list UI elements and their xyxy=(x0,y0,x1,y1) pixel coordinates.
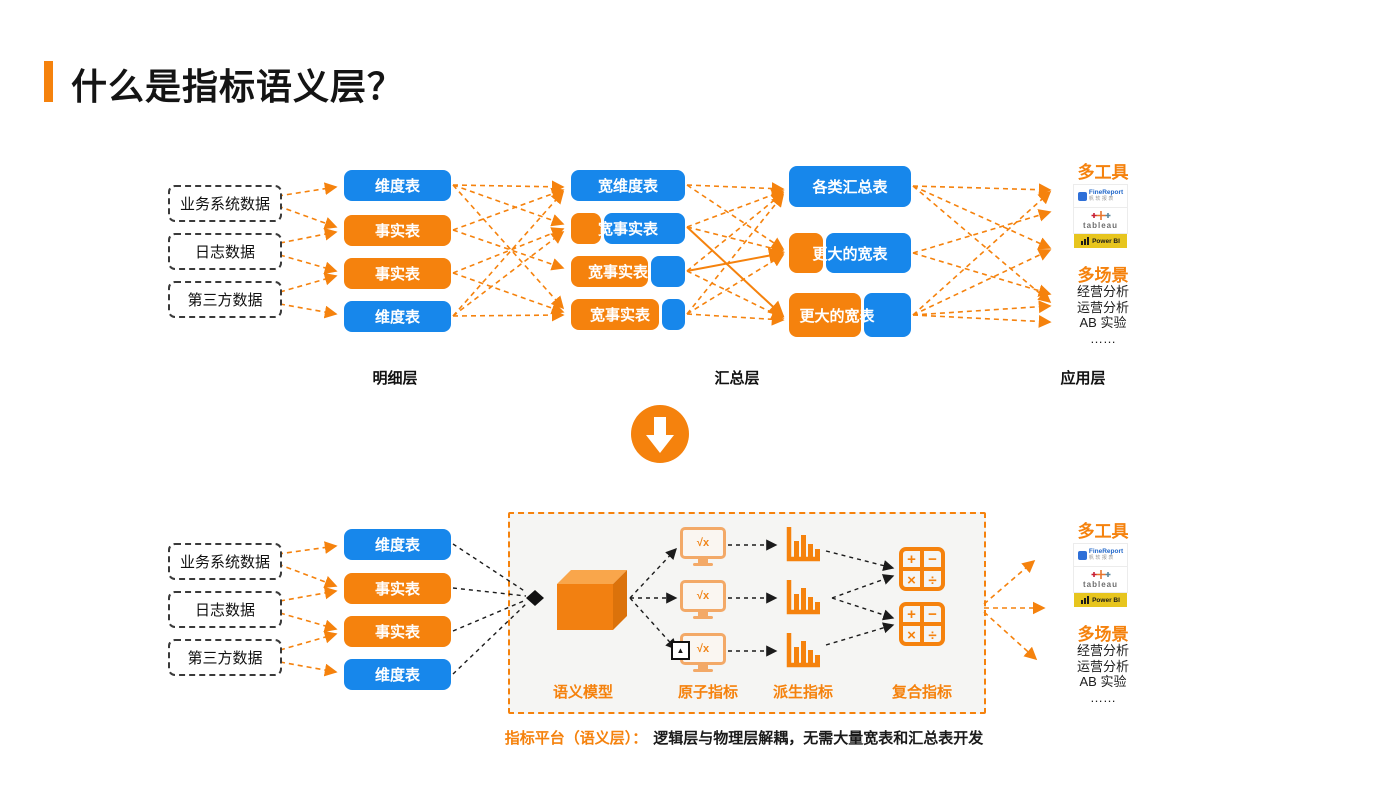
tools-scenarios-panel-top: 多工具 FineReport 帆软报表 tableau Power BI 多场景 xyxy=(1048,158,1158,348)
wide-fact-table: 宽事实表 xyxy=(571,299,685,330)
derived-metric-icon xyxy=(786,527,820,562)
page-title: 什么是指标语义层？ xyxy=(71,66,405,107)
dimension-table: 维度表 xyxy=(344,170,451,201)
tableau-logo: tableau xyxy=(1074,208,1127,233)
svg-text:÷: ÷ xyxy=(928,627,936,644)
wide-dimension-table: 宽维度表 xyxy=(571,170,685,201)
scenario-item: 经营分析 xyxy=(1076,284,1129,299)
scenario-list: 经营分析 运营分析 AB 实验 …… xyxy=(1048,284,1158,346)
dimension-table: 维度表 xyxy=(344,301,451,332)
composite-metric-icon: + − × ÷ xyxy=(899,547,945,591)
finereport-logo: FineReport 帆软报表 xyxy=(1074,544,1127,566)
svg-text:+: + xyxy=(907,606,916,623)
source-box-thirdparty-data: 第三方数据 xyxy=(168,281,282,318)
composite-metric-label: 复合指标 xyxy=(891,684,952,701)
tableau-icon xyxy=(1091,570,1110,579)
finereport-logo: FineReport 帆软报表 xyxy=(1074,185,1127,207)
down-arrow-icon xyxy=(631,405,689,463)
svg-text:×: × xyxy=(907,572,916,589)
powerbi-icon xyxy=(1081,237,1090,245)
powerbi-icon xyxy=(1081,596,1090,604)
source-label: 第三方数据 xyxy=(187,292,263,309)
svg-text:+: + xyxy=(907,551,916,568)
tools-scenarios-panel-bottom: 多工具 FineReport 帆软报表 tableau Power BI 多场景 xyxy=(1048,517,1158,707)
atomic-metric-icon: √x xyxy=(680,527,726,566)
scenario-item: …… xyxy=(1090,330,1116,346)
scenarios-title: 多场景 xyxy=(1077,625,1129,644)
scenario-item: 运营分析 xyxy=(1076,658,1129,674)
bi-logo-stack: FineReport 帆软报表 tableau Power BI xyxy=(1074,544,1127,607)
fact-table: 事实表 xyxy=(344,215,451,246)
dimension-table: 维度表 xyxy=(344,529,451,560)
scenario-item: AB 实验 xyxy=(1079,315,1127,330)
scenario-item: 运营分析 xyxy=(1076,299,1129,315)
layer-label-summary: 汇总层 xyxy=(714,370,760,387)
source-box-thirdparty-data: 第三方数据 xyxy=(168,639,282,676)
source-label: 日志数据 xyxy=(194,244,255,261)
source-box-business-data: 业务系统数据 xyxy=(168,543,282,580)
wide-fact-table: 宽事实表 xyxy=(571,213,685,244)
svg-text:−: − xyxy=(928,606,937,623)
scenario-item: AB 实验 xyxy=(1079,674,1127,689)
caption-text: 逻辑层与物理层解耦，无需大量宽表和汇总表开发 xyxy=(653,730,984,747)
source-label: 业务系统数据 xyxy=(179,196,270,213)
fact-table: 事实表 xyxy=(344,258,451,289)
bi-logo-stack: FineReport 帆软报表 tableau Power BI xyxy=(1074,185,1127,248)
atomic-metric-label: 原子指标 xyxy=(677,684,738,701)
powerbi-logo: Power BI xyxy=(1074,593,1127,607)
fact-table: 事实表 xyxy=(344,573,451,604)
dimension-table: 维度表 xyxy=(344,659,451,690)
scenario-list: 经营分析 运营分析 AB 实验 …… xyxy=(1048,643,1158,705)
scenarios-title: 多场景 xyxy=(1077,266,1129,285)
bottom-caption: 指标平台（语义层）： 逻辑层与物理层解耦，无需大量宽表和汇总表开发 xyxy=(344,727,1144,748)
semantic-model-cube-icon xyxy=(557,570,627,630)
scenario-item: …… xyxy=(1090,689,1116,705)
derived-metric-icon xyxy=(786,580,820,615)
wide-fact-table: 宽事实表 xyxy=(571,256,685,287)
bigger-wide-table: 更大的宽表 xyxy=(789,233,911,273)
svg-text:÷: ÷ xyxy=(928,572,936,589)
layer-label-detail: 明细层 xyxy=(372,370,418,387)
powerbi-logo: Power BI xyxy=(1074,234,1127,248)
cursor-icon: ▲ xyxy=(671,641,690,660)
atomic-metric-icon: √x xyxy=(680,580,726,619)
layer-label-application: 应用层 xyxy=(1060,370,1106,387)
derived-metric-icon xyxy=(786,633,820,668)
source-box-log-data: 日志数据 xyxy=(168,591,282,628)
svg-text:×: × xyxy=(907,627,916,644)
composite-metric-icon: + − × ÷ xyxy=(899,602,945,646)
finereport-icon xyxy=(1077,550,1087,560)
svg-text:−: − xyxy=(928,551,937,568)
fact-table: 事实表 xyxy=(344,616,451,647)
finereport-icon xyxy=(1077,191,1087,201)
source-box-business-data: 业务系统数据 xyxy=(168,185,282,222)
derived-metric-label: 派生指标 xyxy=(772,684,833,701)
caption-highlight: 指标平台（语义层）： xyxy=(504,730,648,747)
source-box-log-data: 日志数据 xyxy=(168,233,282,270)
tableau-logo: tableau xyxy=(1074,567,1127,592)
bigger-wide-table: 更大的宽表 xyxy=(789,293,911,337)
tableau-icon xyxy=(1091,211,1110,220)
title-accent-bar xyxy=(44,61,53,102)
tools-title: 多工具 xyxy=(1077,163,1129,182)
scenario-item: 经营分析 xyxy=(1076,643,1129,658)
tools-title: 多工具 xyxy=(1077,522,1129,541)
summary-tables-box: 各类汇总表 xyxy=(789,166,911,207)
semantic-model-label: 语义模型 xyxy=(552,684,613,701)
